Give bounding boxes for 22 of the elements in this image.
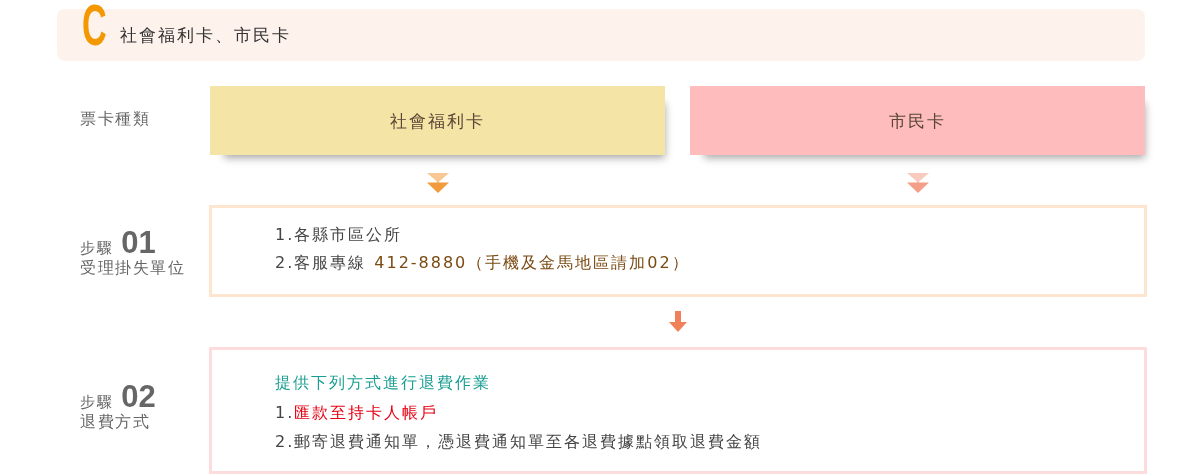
step-heading: 步驟 01 [80, 228, 156, 260]
category-box [210, 86, 665, 155]
step-heading: 步驟 02 [80, 382, 156, 414]
list-item: 2.客服專線 [275, 253, 367, 273]
phone-number: 412-8880（手機及金馬地區請加02） [374, 253, 690, 273]
step-box [209, 347, 1147, 474]
list-item: 2.郵寄退費通知單，憑退費通知單至各退費據點領取退費金額 [275, 432, 763, 452]
step-box [209, 205, 1147, 297]
list-item: 匯款至持卡人帳戶 [294, 403, 439, 423]
step-title: 退費方式 [80, 412, 150, 432]
arrow [669, 311, 687, 332]
section-letter: C [82, 4, 107, 46]
box-label: 市民卡 [889, 110, 946, 131]
category-box [690, 86, 1145, 155]
intro-text: 提供下列方式進行退費作業 [275, 373, 491, 393]
box-label: 社會福利卡 [390, 110, 485, 131]
section-title: 社會福利卡、市民卡 [120, 25, 291, 45]
step-title: 受理掛失單位 [80, 258, 185, 278]
chevron-arrow [907, 173, 929, 193]
list-item: 1.各縣市區公所 [275, 225, 403, 245]
row-heading: 票卡種類 [80, 109, 150, 129]
list-number: 1. [275, 403, 295, 423]
